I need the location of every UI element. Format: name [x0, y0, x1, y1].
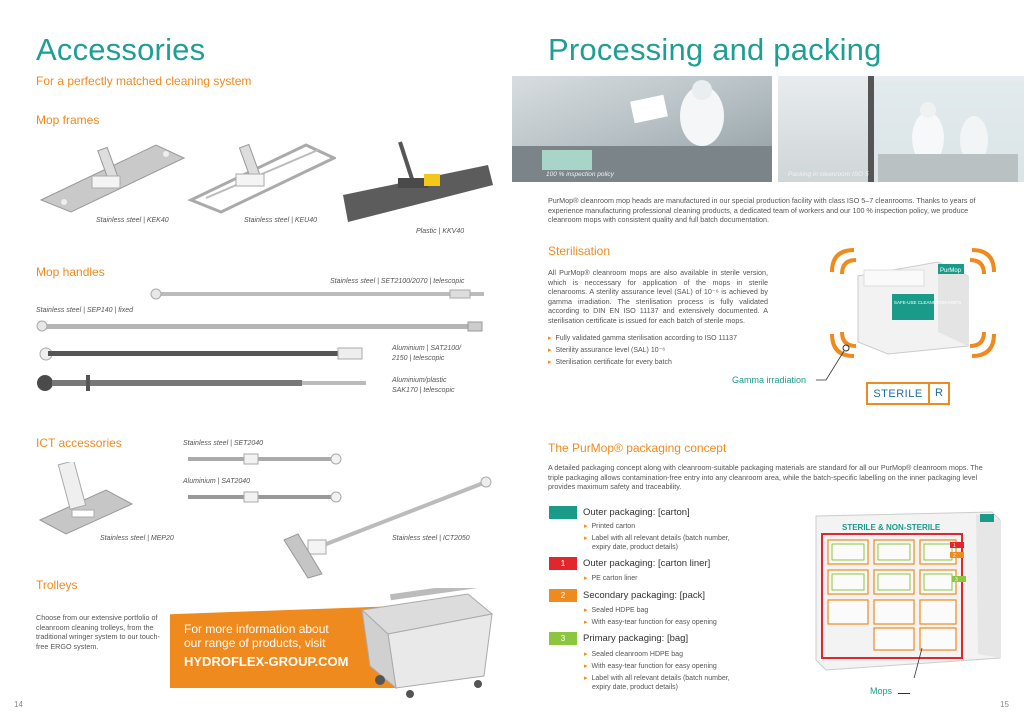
- photo-inspection: 100 % inspection policy: [512, 76, 772, 182]
- left-page: Accessories For a perfectly matched clea…: [14, 32, 494, 709]
- handle-sat2100-image: [39, 347, 363, 361]
- packaging-label-liner: Outer packaging: [carton liner]: [583, 558, 711, 569]
- photo-packing-caption: Packing in cleanroom ISO 5: [788, 171, 869, 178]
- photo-inspection-caption: 100 % inspection policy: [546, 171, 614, 178]
- trolleys-text: Choose from our extensive portfolio of c…: [36, 613, 160, 651]
- banner-line2: our range of products, visit: [184, 636, 326, 650]
- intro-text: PurMop® cleanroom mop heads are manufact…: [548, 196, 976, 225]
- carton-bullet-1: Printed carton: [584, 522, 636, 532]
- packaging-box-graphic: STERILE & NON-STERILE 1 2 3: [815, 511, 1001, 678]
- packaging-level-liner: 1 Outer packaging: [carton liner]: [549, 557, 710, 570]
- page-title-right: Processing and packing: [548, 32, 882, 67]
- section-heading-ict: ICT accessories: [36, 436, 122, 450]
- section-heading-mop-frames: Mop frames: [36, 113, 100, 127]
- bag-bullet-1: Sealed cleanroom HDPE bag: [584, 650, 683, 660]
- carton-bullet-2-cont: expiry date, product details): [592, 544, 678, 551]
- bag-bullet-3: Label with all relevant details (batch n…: [584, 674, 730, 684]
- ict-frame-mep20-image: [38, 462, 134, 535]
- ict-handle-ict2050-image: [283, 476, 492, 579]
- packaging-swatch-carton: [549, 506, 577, 519]
- caption-sat2040: Aluminium | SAT2040: [183, 478, 251, 485]
- box-marker-2: 2: [953, 553, 956, 559]
- caption-sat2100-line1: Aluminium | SAT2100/: [392, 345, 461, 352]
- handle-set2040-image: [188, 453, 342, 465]
- caption-keu40: Stainless steel | KEU40: [244, 217, 318, 224]
- caption-kkv40: Plastic | KKV40: [416, 228, 465, 235]
- section-heading-sterilisation: Sterilisation: [548, 244, 611, 258]
- caption-mep20: Stainless steel | MEP20: [100, 535, 174, 542]
- sterilisation-bullet-3: Sterilisation certificate for every batc…: [548, 358, 672, 368]
- trolley-image: [360, 588, 494, 698]
- caption-kek40: Stainless steel | KEK40: [96, 217, 169, 224]
- handle-sak170-image: [37, 375, 366, 391]
- handle-set2100-image: [150, 288, 484, 300]
- packaging-label-bag: Primary packaging: [bag]: [583, 633, 689, 644]
- page-title: Accessories: [36, 32, 206, 67]
- mop-frame-keu40-image: [187, 143, 336, 214]
- section-heading-trolleys: Trolleys: [36, 578, 78, 592]
- sterilisation-text: All PurMop® cleanroom mops are also avai…: [548, 268, 768, 325]
- mop-frame-kek40-image: [39, 144, 186, 213]
- banner-url[interactable]: HYDROFLEX-GROUP.COM: [184, 654, 349, 669]
- photo-packing: Packing in cleanroom ISO 5: [778, 76, 1024, 182]
- page-number-right: 15: [1000, 700, 1009, 709]
- caption-sat2100-line2: 2150 | telescopic: [392, 355, 445, 362]
- box-marker-1: 1: [953, 543, 956, 549]
- page-number-left: 14: [14, 700, 23, 709]
- pack-bullet-1: Sealed HDPE bag: [584, 606, 649, 616]
- packaging-text: A detailed packaging concept along with …: [548, 463, 983, 492]
- mops-leader: [898, 688, 910, 694]
- sterile-stamp-r: R: [928, 384, 948, 403]
- liner-bullet-1: PE carton liner: [584, 574, 638, 584]
- box-brand: PurMop: [940, 268, 962, 274]
- handle-sep140-image: [36, 320, 483, 332]
- carton-bullet-2: Label with all relevant details (batch n…: [584, 534, 730, 544]
- sterile-stamp: STERILE R: [866, 382, 950, 405]
- sterilisation-bullet-2: Sterility assurance level (SAL) 10⁻⁶: [548, 346, 666, 356]
- caption-sak170-line2: SAK170 | telescopic: [392, 387, 455, 394]
- caption-sep140: Stainless steel | SEP140 | fixed: [36, 307, 134, 314]
- mop-frame-kkv40-image: [343, 141, 493, 222]
- page-subtitle: For a perfectly matched cleaning system: [36, 74, 252, 88]
- caption-set2100: Stainless steel | SET2100/2070 | telesco…: [330, 278, 465, 285]
- packaging-swatch-liner: 1: [549, 557, 577, 570]
- section-heading-packaging: The PurMop® packaging concept: [548, 441, 727, 455]
- banner-line1: For more information about: [184, 622, 329, 636]
- sterilisation-bullet-1: Fully validated gamma sterilisation acco…: [548, 334, 737, 344]
- caption-ict2050: Stainless steel | ICT2050: [392, 535, 470, 542]
- packaging-level-bag: 3 Primary packaging: [bag]: [549, 632, 688, 645]
- box-text: SAFE-USE CLEANROOM MOPS: [894, 300, 961, 305]
- pack-bullet-2: With easy-tear function for easy opening: [584, 618, 717, 628]
- caption-sak170-line1: Aluminium/plastic: [392, 377, 447, 384]
- gamma-irradiation-label: Gamma irradiation: [732, 375, 807, 385]
- gamma-leader-line: [816, 344, 850, 381]
- sterile-stamp-text: STERILE: [873, 387, 923, 400]
- packaging-label-carton: Outer packaging: [carton]: [583, 507, 690, 518]
- section-heading-mop-handles: Mop handles: [36, 265, 105, 279]
- packaging-swatch-bag: 3: [549, 632, 577, 645]
- bag-bullet-2: With easy-tear function for easy opening: [584, 662, 717, 672]
- packaging-label-pack: Secondary packaging: [pack]: [583, 590, 705, 601]
- sterile-box-graphic: PurMop SAFE-USE CLEANROOM MOPS: [830, 248, 996, 358]
- caption-set2040: Stainless steel | SET2040: [183, 440, 264, 447]
- packaging-box-title: STERILE & NON-STERILE: [842, 523, 941, 532]
- packaging-level-carton: Outer packaging: [carton]: [549, 506, 690, 519]
- box-marker-3: 3: [955, 577, 958, 583]
- mops-label: Mops: [870, 686, 893, 696]
- packaging-level-pack: 2 Secondary packaging: [pack]: [549, 589, 705, 602]
- handle-sat2040-image: [188, 491, 342, 503]
- info-banner: [170, 606, 400, 688]
- packaging-swatch-pack: 2: [549, 589, 577, 602]
- bag-bullet-3-cont: expiry date, product details): [592, 684, 678, 691]
